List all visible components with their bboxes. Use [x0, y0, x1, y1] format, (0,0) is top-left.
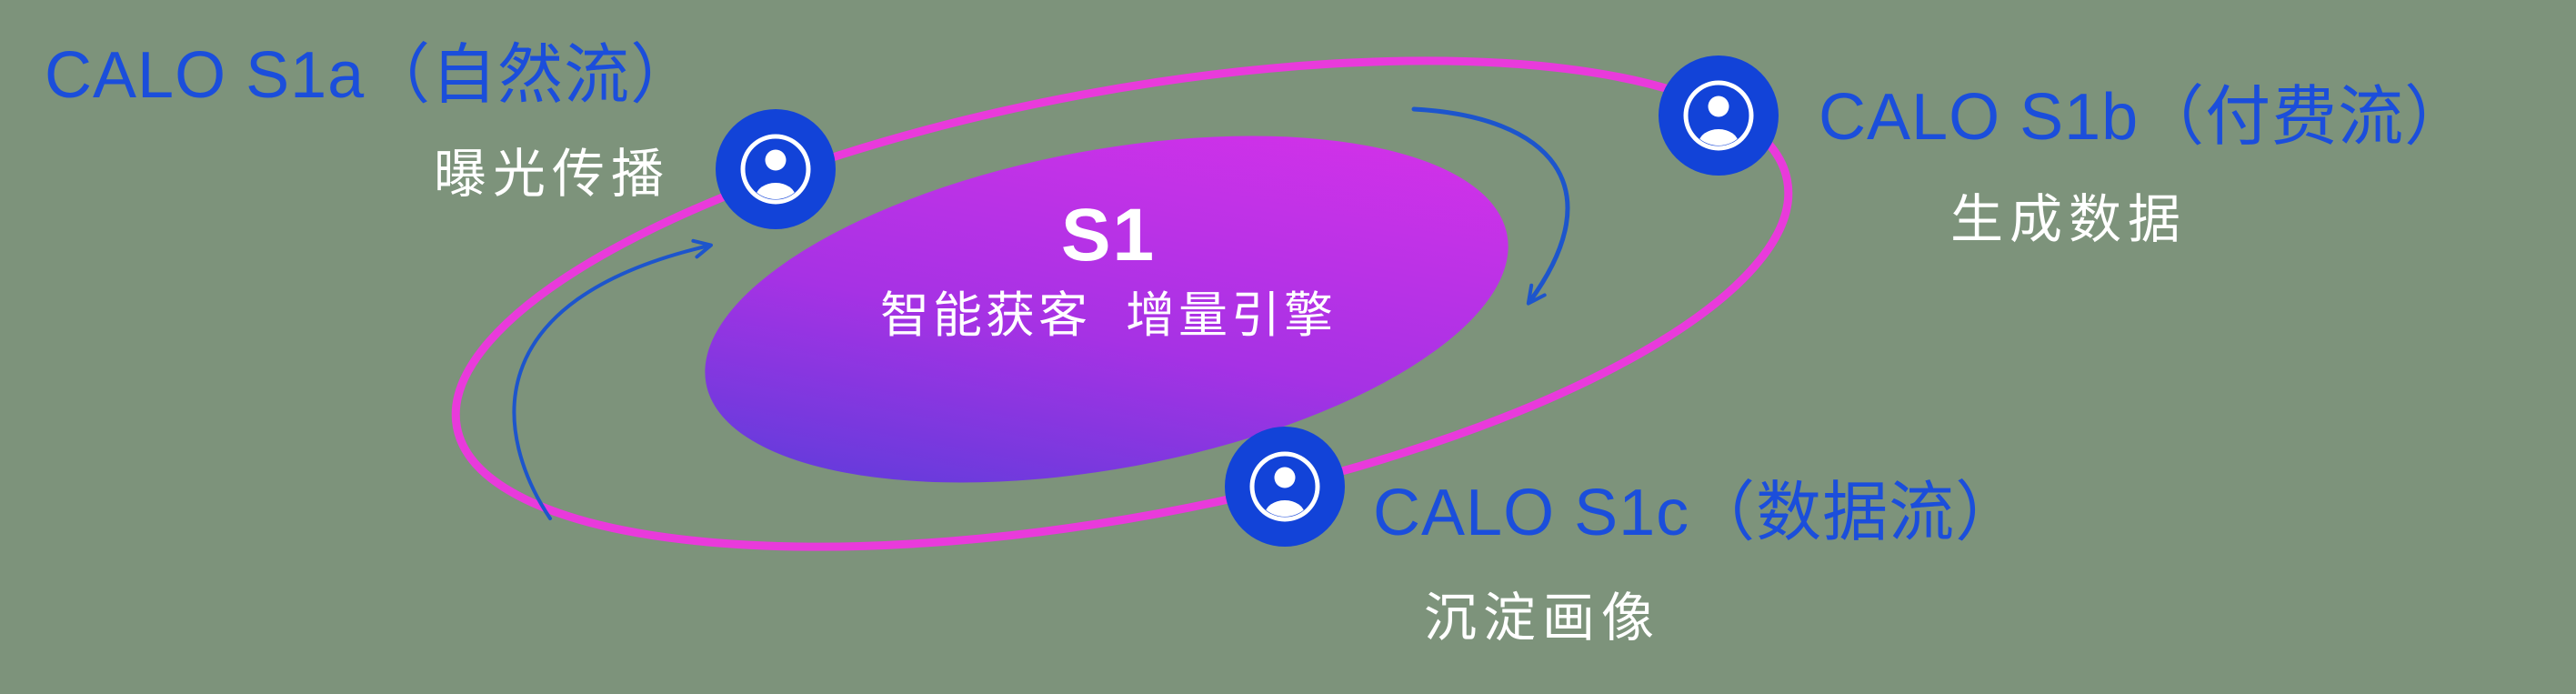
- node-s1a-title: CALO S1a（自然流）: [45, 39, 697, 112]
- orbit-ellipse: [451, 56, 1793, 551]
- core-ellipse: [705, 136, 1509, 483]
- node-s1a: [716, 109, 836, 229]
- person-icon: [716, 109, 836, 229]
- core-label-group: S1 智能获客 增量引擎: [740, 198, 1477, 343]
- flow-arrow-left: [512, 238, 713, 520]
- node-s1c-title: CALO S1c（数据流）: [1373, 477, 2022, 549]
- person-icon: [1659, 55, 1779, 176]
- core-subtitle: 智能获客 增量引擎: [879, 288, 1337, 343]
- node-s1a-subtitle: 曝光传播: [434, 145, 671, 204]
- core-title: S1: [1060, 194, 1157, 277]
- person-icon: [1225, 427, 1345, 547]
- flow-arrow-right: [1411, 106, 1570, 306]
- node-s1b-subtitle: 生成数据: [1950, 190, 2188, 249]
- node-s1b-title: CALO S1b（付费流）: [1819, 81, 2471, 154]
- node-s1c: [1225, 427, 1345, 547]
- node-s1c-subtitle: 沉淀画像: [1424, 588, 1661, 648]
- node-s1b: [1659, 55, 1779, 176]
